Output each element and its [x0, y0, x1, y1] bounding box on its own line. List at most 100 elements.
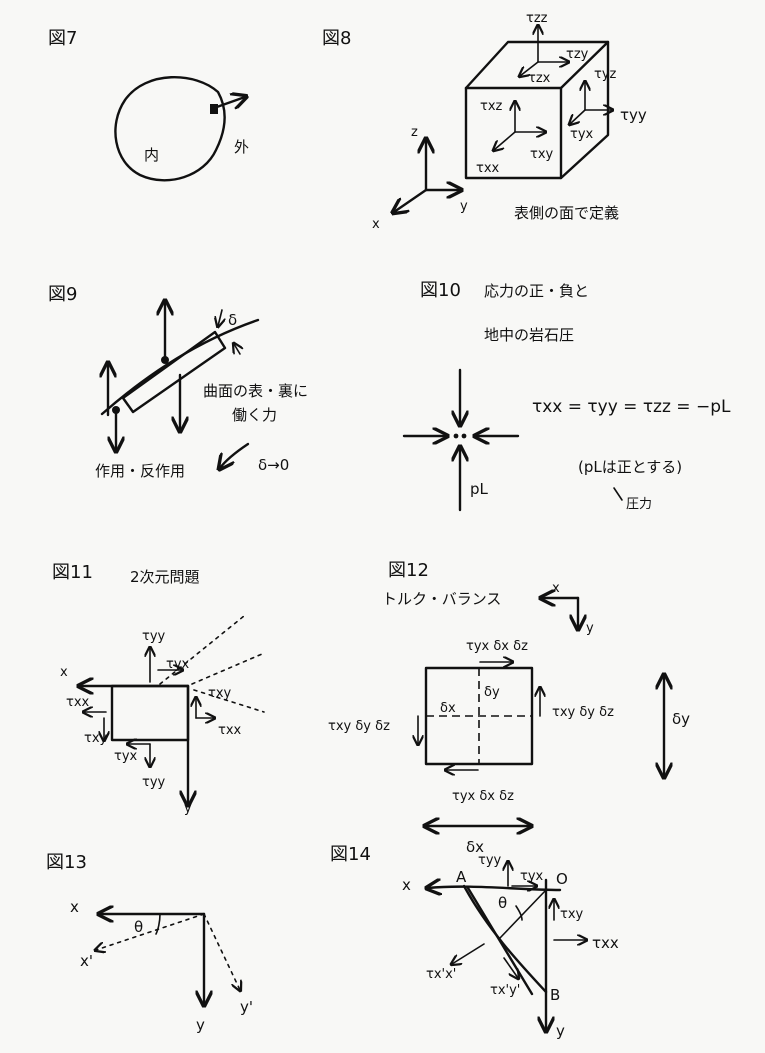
fig14-tau-xxp: τx'x' [426, 967, 456, 982]
fig13-axis-yp-label: y' [240, 998, 253, 1016]
fig13-theta-arc [155, 913, 161, 935]
fig14-normal-line [499, 889, 547, 939]
fig14-tau-xyp: τx'y' [490, 983, 520, 998]
fig7-inside-label: 内 [144, 146, 159, 164]
fig13-axis-yp [203, 913, 240, 990]
figure-10: 図10 応力の正・負と 地中の岩石圧 pL τxx = τyy = τzz = … [402, 280, 731, 512]
fig14-tau-yx: τyx [520, 869, 544, 884]
fig11-dotted-line-3 [159, 615, 245, 685]
fig11-tau-xx-right: τxx [218, 723, 242, 738]
fig14-tau-xxp-arrow [452, 943, 485, 964]
fig9-delta: δ [228, 311, 237, 329]
figure-9: 図9 δ 曲面の表・裏に 働く力 作用・反作用 δ→0 [48, 284, 308, 480]
fig10-title-line1: 応力の正・負と [484, 282, 589, 300]
fig8-tau-xy: τxy [530, 147, 554, 162]
figure-7: 図7 内 外 [48, 28, 249, 182]
fig12-left-label: τxy δy δz [328, 719, 390, 734]
fig13-theta: θ [134, 918, 143, 936]
fig10-note: (pLは正とする) [578, 458, 682, 476]
fig14-point-a: A [456, 868, 467, 886]
figure-14: 図14 θ x y A O B τyy τyx τxy τxx τx'x' τx… [330, 844, 619, 1040]
fig7-surface-mark [210, 104, 218, 114]
fig8-tau-yz: τyz [594, 67, 617, 82]
figure-13: 図13 x x' y y' θ [46, 852, 253, 1034]
fig14-hypotenuse-ab [462, 884, 548, 994]
fig12-dx-inner: δx [440, 701, 456, 716]
fig7-title: 図7 [48, 28, 77, 49]
fig13-title: 図13 [46, 852, 87, 873]
fig13-axis-x-label: x [70, 898, 79, 916]
fig12-dim-y-label: δy [672, 710, 690, 728]
fig14-tau-yy: τyy [478, 853, 502, 868]
fig8-tau-zx: τzx [528, 71, 551, 86]
fig12-right-label: τxy δy δz [552, 705, 614, 720]
fig10-pressure-label: pL [470, 480, 489, 498]
fig8-axis-x-label: x [372, 217, 380, 232]
fig12-element-square [424, 666, 534, 766]
fig9-label-line1: 曲面の表・裏に [203, 382, 308, 400]
fig11-subtitle: 2次元問題 [130, 568, 200, 586]
fig10-title-line2: 地中の岩石圧 [484, 326, 574, 344]
fig12-dim-x-label: δx [466, 838, 484, 856]
fig9-limit-arrow [220, 442, 250, 468]
fig14-axis-x-label: x [402, 876, 411, 894]
fig14-inner-line [466, 886, 534, 996]
fig11-tau-yx-bottom: τyx [114, 749, 138, 764]
fig8-cube-top [464, 40, 610, 90]
fig7-circle [114, 76, 226, 182]
fig14-tau-xy: τxy [560, 907, 584, 922]
fig12-subtitle: トルク・バランス [382, 590, 501, 608]
fig8-note: 表側の面で定義 [514, 204, 619, 222]
fig12-top-label: τyx δx δz [466, 639, 528, 654]
fig8-axis-y-label: y [460, 199, 468, 214]
fig11-title: 図11 [52, 562, 93, 583]
fig10-subnote: 圧力 [626, 497, 652, 512]
fig9-limit-label: δ→0 [258, 456, 289, 474]
fig14-point-b: B [550, 986, 560, 1004]
fig8-axis-z-label: z [411, 125, 418, 140]
fig13-axis-y-label: y [196, 1016, 205, 1034]
fig14-point-o: O [556, 870, 568, 888]
fig12-bottom-label: τyx δx δz [452, 789, 514, 804]
fig8-tau-xz: τxz [480, 99, 503, 114]
fig8-axis-x [394, 188, 428, 212]
fig8-tau-xx-arrow [494, 131, 516, 150]
fig8-tau-zz: τzz [526, 11, 548, 26]
fig10-point-dot-2 [461, 433, 467, 439]
fig14-theta-arc [515, 905, 523, 921]
fig11-tau-yy-top: τyy [142, 629, 166, 644]
fig13-axis-xp-label: x' [80, 952, 93, 970]
fig10-point-dot [453, 433, 459, 439]
fig12-title: 図12 [388, 560, 429, 581]
fig14-tau-xyp-arrow [503, 957, 518, 978]
fig8-tau-zx-arrow [520, 61, 539, 76]
fig8-tau-yy: τyy [620, 106, 647, 124]
fig10-title: 図10 [420, 280, 461, 301]
fig12-axis-y-label: y [586, 621, 594, 636]
fig9-thickness-arrow-top [218, 309, 222, 326]
fig9-thin-slab [121, 330, 227, 414]
fig11-element-square [110, 684, 190, 742]
fig10-note-pointer [613, 487, 623, 501]
fig9-thickness-arrow-bottom [234, 344, 240, 355]
fig11-axis-y-label: y [184, 801, 192, 816]
fig14-theta: θ [498, 894, 507, 912]
fig13-axis-xp [96, 913, 205, 950]
fig11-tau-yy-bottom: τyy [142, 775, 166, 790]
fig9-title: 図9 [48, 284, 77, 305]
fig14-title: 図14 [330, 844, 371, 865]
fig7-outside-label: 外 [234, 138, 249, 156]
fig11-tau-xy-right: τxy [208, 686, 232, 701]
fig8-tau-xx: τxx [476, 161, 500, 176]
fig11-tau-xx-left: τxx [66, 695, 90, 710]
figure-12: 図12 トルク・バランス x y δy δx τyx δx δz τyx δx … [328, 560, 690, 856]
fig11-tau-yx-top: τyx [166, 657, 190, 672]
fig14-tau-xx: τxx [592, 934, 619, 952]
fig11-tau-xy-left: τxy [84, 731, 108, 746]
fig8-cube-side [559, 40, 610, 180]
fig8-tau-yx-arrow [570, 109, 586, 124]
figure-8: 図8 τzz τzy τzx τyz τyy τyx τxz τxy τxx z… [322, 11, 647, 232]
fig9-label-line2: 働く力 [232, 406, 277, 424]
